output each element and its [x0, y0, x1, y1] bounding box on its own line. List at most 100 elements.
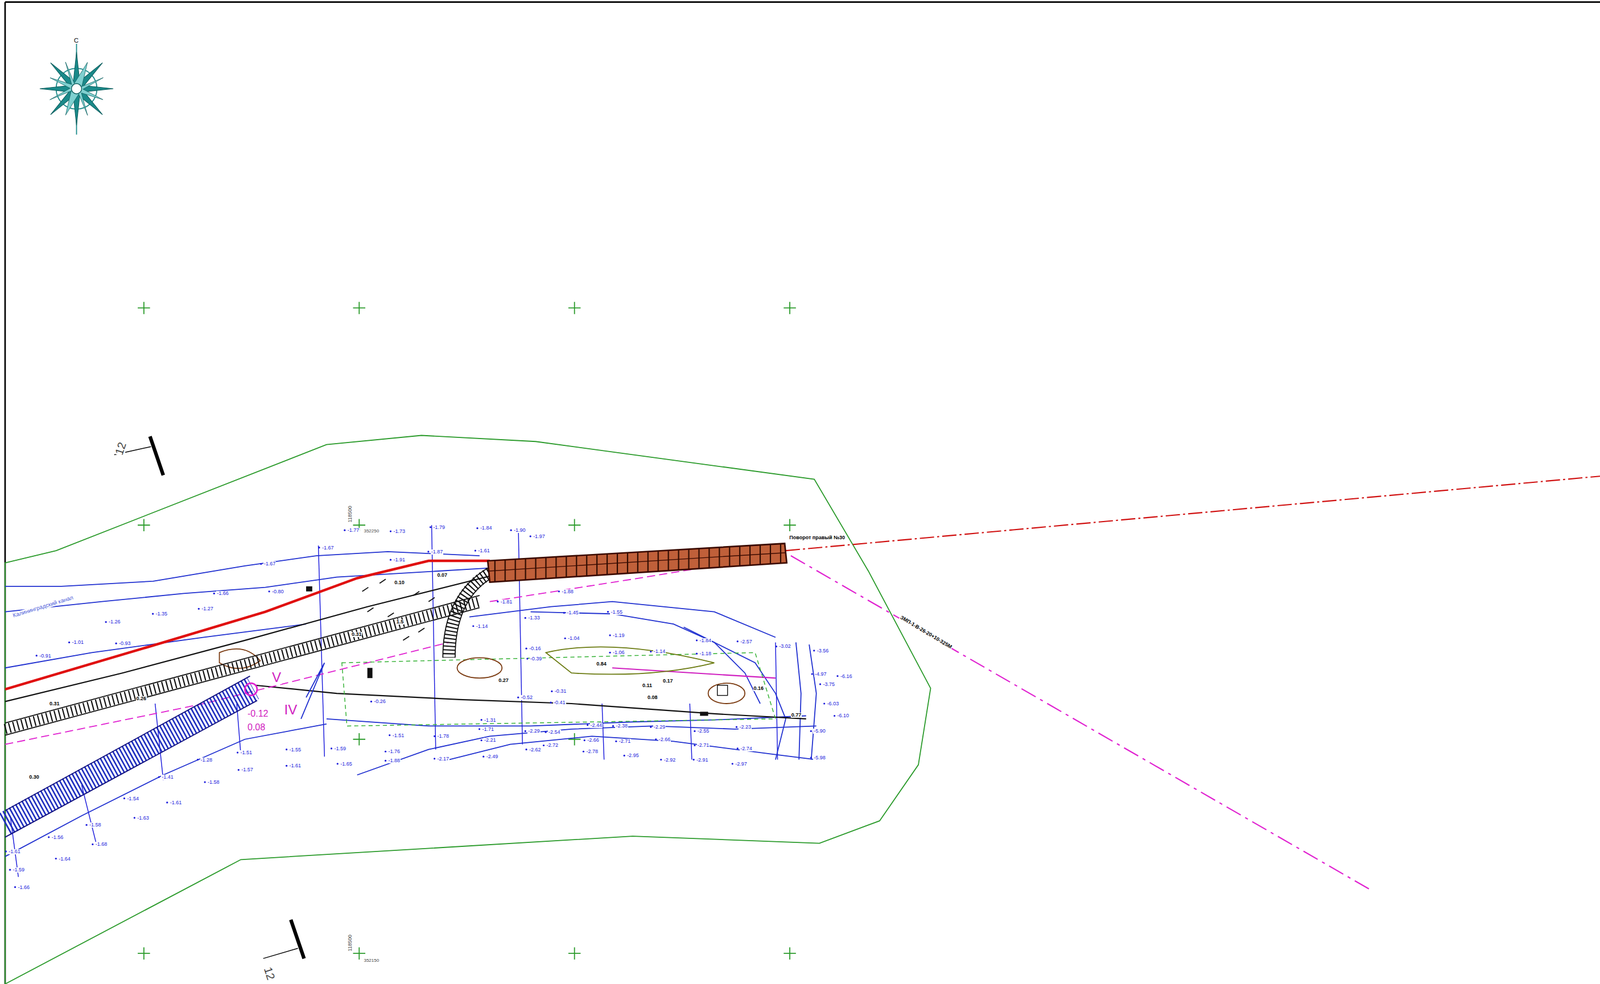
sounding-point [389, 530, 392, 533]
depth-mark: -2.66 [586, 737, 600, 744]
sounding-point [123, 797, 126, 800]
sounding-point [693, 744, 696, 747]
depth-mark: -2.57 [739, 639, 753, 645]
depth-mark: -1.06 [612, 650, 626, 656]
depth-mark: -2.95 [626, 753, 640, 759]
sounding-point [819, 683, 822, 686]
depth-mark: -1.65 [339, 761, 353, 767]
sounding-point [736, 747, 739, 750]
sounding-point [476, 527, 478, 530]
sounding-point [389, 559, 392, 562]
depth-mark: -1.27 [200, 606, 214, 612]
map-label: Калининградский канал [11, 595, 74, 620]
sounding-point [114, 642, 117, 645]
sounding-point [429, 526, 432, 529]
depth-mark: -3.02 [778, 644, 792, 650]
depth-mark: -1.76 [387, 749, 401, 755]
depth-mark: -2.29 [527, 728, 541, 734]
sounding-point [563, 612, 566, 614]
sounding-point [474, 549, 477, 552]
depth-mark: -1.67 [321, 545, 335, 551]
olive-outline [545, 646, 715, 675]
depth-mark: -1.90 [513, 528, 527, 534]
depth-mark: -0.41 [553, 700, 567, 706]
depth-mark: -2.71 [618, 739, 632, 745]
sounding-point [196, 759, 199, 761]
brown-outline [219, 649, 261, 669]
sounding-point [813, 649, 815, 652]
depth-mark: -1.73 [392, 529, 406, 535]
map-label: 118500 [347, 505, 353, 524]
map-label: 0.17 [662, 678, 674, 684]
depth-mark: -6.10 [836, 713, 851, 719]
sounding-point [330, 747, 333, 750]
sounding-point [260, 563, 262, 566]
map-label: -0.12 [246, 709, 269, 719]
sounding-point [336, 763, 339, 765]
sounding-point [693, 759, 695, 761]
depth-mark: -1.66 [17, 885, 31, 891]
sounding-point [9, 869, 11, 872]
sounding-point [480, 719, 482, 721]
sounding-point [318, 546, 320, 549]
sounding-point [649, 726, 652, 729]
map-label: 0.77 [790, 712, 803, 719]
sounding-point [583, 739, 586, 742]
sounding-point [833, 715, 836, 717]
sounding-point [478, 728, 481, 731]
depth-mark: -1.01 [71, 640, 85, 646]
sounding-point [736, 640, 739, 643]
depth-mark: -2.44 [590, 723, 604, 729]
sounding-point [775, 645, 778, 648]
brown-outline [708, 683, 746, 704]
sounding-point [213, 592, 216, 595]
sounding-point [735, 726, 738, 729]
sounding-point [607, 611, 609, 613]
depth-mark: -5.90 [813, 728, 827, 734]
depth-mark: -2.91 [695, 757, 709, 764]
pier [487, 543, 787, 583]
depth-mark: -1.97 [532, 534, 546, 540]
map-label: 0.31 [48, 701, 61, 707]
depth-mark: -2.71 [697, 743, 711, 749]
depth-mark: -2.23 [738, 724, 752, 731]
sounding-point [811, 673, 814, 675]
depth-mark: -1.55 [609, 609, 624, 616]
section-mark [150, 436, 164, 476]
depth-mark: -1.14 [475, 624, 489, 630]
sounding-point [615, 740, 617, 743]
map-label: 0.07 [436, 572, 449, 579]
sounding-point [564, 637, 567, 640]
sounding-point [236, 751, 239, 754]
depth-mark: -2.17 [436, 756, 451, 762]
depth-mark: -2.97 [734, 761, 748, 767]
depth-mark: -2.38 [615, 723, 629, 729]
depth-mark: -1.78 [436, 733, 451, 740]
survey-lines [10, 525, 778, 877]
sounding-point [68, 641, 70, 644]
map-label: 0.26 [135, 696, 148, 702]
sounding-point [85, 824, 88, 827]
jetty [5, 595, 480, 736]
depth-mark: -2.92 [663, 757, 677, 764]
depth-mark: -0.80 [271, 589, 285, 595]
depth-mark: -2.54 [547, 730, 562, 736]
sounding-point [550, 690, 553, 693]
depth-mark: -1.77 [347, 528, 361, 534]
sounding-point [623, 755, 626, 757]
sounding-point [285, 748, 288, 751]
edge-line [254, 685, 806, 720]
depth-mark: -1.61 [289, 763, 303, 769]
sounding-point [649, 650, 652, 653]
axis-line [785, 476, 1600, 551]
depth-mark: -1.26 [108, 619, 122, 625]
grid-crosses [137, 302, 797, 960]
map-label: 1.5 [396, 619, 405, 625]
sounding-point [558, 590, 560, 593]
slope-marks [362, 579, 435, 641]
map-label: 12 [261, 965, 278, 983]
sounding-point [524, 617, 527, 620]
depth-mark: -1.91 [392, 557, 406, 563]
map-label: ЗМП-1-В-26-20+10-325М [898, 615, 953, 651]
